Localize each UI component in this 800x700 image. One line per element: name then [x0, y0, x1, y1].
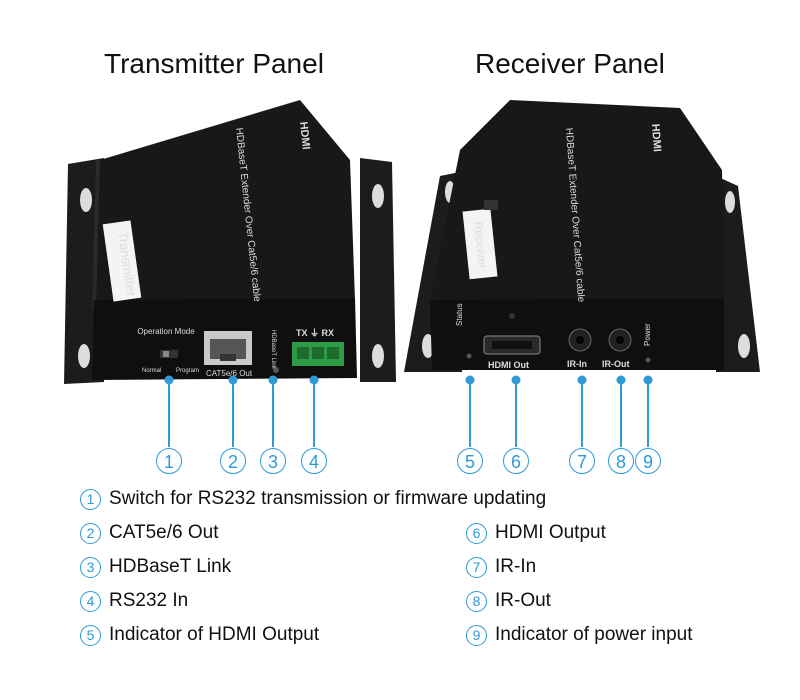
legend-badge-1: 1 — [80, 488, 101, 510]
transmitter-right-bracket — [360, 158, 396, 382]
hdmi-out-label: HDMI Out — [488, 360, 529, 370]
receiver-panel-title: Receiver Panel — [475, 48, 665, 79]
legend-badge-2: 2 — [80, 522, 101, 544]
receiver-right-bracket — [716, 176, 760, 372]
legend-text-6: HDMI Output — [495, 522, 606, 543]
legend-badge-4: 4 — [80, 590, 101, 612]
transmitter-device: Transmitter HDBaseT Extender Over Cat5e/… — [64, 100, 396, 384]
legend-badge-7: 7 — [466, 556, 487, 578]
ir-in-label: IR-In — [567, 359, 587, 369]
legend-badge-9: 9 — [466, 624, 487, 646]
operation-mode-label: Operation Mode — [137, 327, 195, 336]
legend-item-4: 4 RS232 In — [80, 590, 188, 612]
legend-item-2: 2 CAT5e/6 Out — [80, 522, 218, 544]
legend-badge-5: 5 — [80, 624, 101, 646]
legend-item-9: 9 Indicator of power input — [466, 624, 693, 646]
legend-badge-6: 6 — [466, 522, 487, 544]
legend-item-6: 6 HDMI Output — [466, 522, 606, 544]
callout-2: 2 — [220, 448, 246, 474]
txrx-label: TX ⏚ RX — [296, 328, 334, 338]
receiver-side-label — [462, 208, 498, 280]
legend-text-3: HDBaseT Link — [109, 556, 232, 577]
hdbaset-link-led — [273, 367, 279, 373]
legend-item-1: 1 Switch for RS232 transmission or firmw… — [80, 488, 546, 510]
legend-text-2: CAT5e/6 Out — [109, 522, 219, 543]
legend-item-3: 3 HDBaseT Link — [80, 556, 231, 578]
callout-5: 5 — [457, 448, 483, 474]
legend-badge-8: 8 — [466, 590, 487, 612]
legend-text-4: RS232 In — [109, 590, 189, 611]
callout-7: 7 — [569, 448, 595, 474]
callout-8: 8 — [608, 448, 634, 474]
receiver-side-text: Receiver — [471, 221, 490, 270]
status-led — [466, 353, 472, 359]
callout-3: 3 — [260, 448, 286, 474]
legend-badge-3: 3 — [80, 556, 101, 578]
legend-text-5: Indicator of HDMI Output — [109, 624, 320, 645]
cat-out-label: CAT5e/6 Out — [206, 369, 253, 378]
power-led — [645, 357, 651, 363]
legend-text-1: Switch for RS232 transmission or firmwar… — [109, 488, 547, 509]
callout-6: 6 — [503, 448, 529, 474]
status-label: Status — [455, 303, 464, 326]
transmitter-panel-title: Transmitter Panel — [104, 48, 324, 79]
legend-item-7: 7 IR-In — [466, 556, 536, 578]
ir-out-label: IR-Out — [602, 359, 630, 369]
receiver-device: Receiver HDBaseT Extender Over Cat5e/6 c… — [404, 100, 760, 372]
callout-9: 9 — [635, 448, 661, 474]
callout-4: 4 — [301, 448, 327, 474]
transmitter-side-label — [102, 220, 142, 302]
legend-text-8: IR-Out — [495, 590, 551, 611]
legend-item-5: 5 Indicator of HDMI Output — [80, 624, 319, 646]
callout-1: 1 — [156, 448, 182, 474]
transmitter-hdmi-logo: HDMI — [297, 121, 312, 150]
legend-item-8: 8 IR-Out — [466, 590, 551, 612]
callout-leaders — [164, 375, 653, 447]
receiver-hdmi-logo: HDMI — [649, 123, 663, 152]
legend-text-9: Indicator of power input — [495, 624, 693, 645]
normal-label: Normal — [142, 368, 161, 374]
hdbaset-link-label: HDBaseT Link — [270, 330, 276, 370]
power-label: Power — [643, 323, 652, 346]
legend-text-7: IR-In — [495, 556, 537, 577]
program-label: Program — [176, 368, 199, 374]
